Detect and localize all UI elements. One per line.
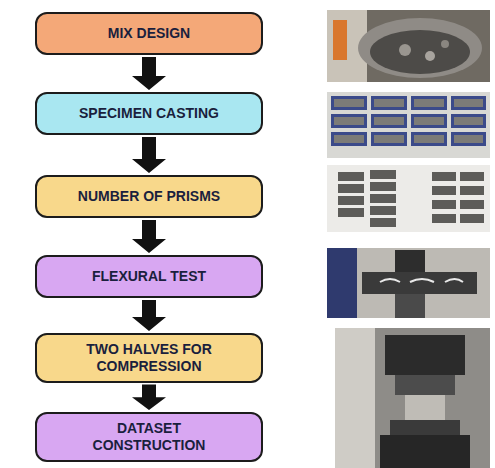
- compression-test-photo: [335, 328, 490, 468]
- process-box: NUMBER OF PRISMS: [35, 175, 263, 218]
- process-box: MIX DESIGN: [35, 12, 263, 55]
- process-box: TWO HALVES FOR COMPRESSION: [35, 333, 263, 383]
- flow-arrow: [132, 300, 166, 331]
- box-label: SPECIMEN CASTING: [79, 105, 219, 122]
- process-box: DATASET CONSTRUCTION: [35, 412, 263, 462]
- box-label: FLEXURAL TEST: [92, 268, 206, 285]
- flow-arrow: [132, 385, 166, 410]
- box-label: TWO HALVES FOR COMPRESSION: [59, 341, 239, 375]
- box-label: NUMBER OF PRISMS: [78, 188, 220, 205]
- flow-arrow: [132, 220, 166, 253]
- moulds-photo: [327, 92, 490, 158]
- flexural-test-photo: [327, 248, 490, 318]
- mixer-photo: [327, 10, 490, 82]
- box-label: MIX DESIGN: [108, 25, 190, 42]
- box-label: DATASET CONSTRUCTION: [59, 420, 239, 454]
- flow-arrow: [132, 137, 166, 173]
- process-box: FLEXURAL TEST: [35, 255, 263, 298]
- prisms-photo: [327, 165, 490, 232]
- flow-arrow: [132, 57, 166, 90]
- process-box: SPECIMEN CASTING: [35, 92, 263, 135]
